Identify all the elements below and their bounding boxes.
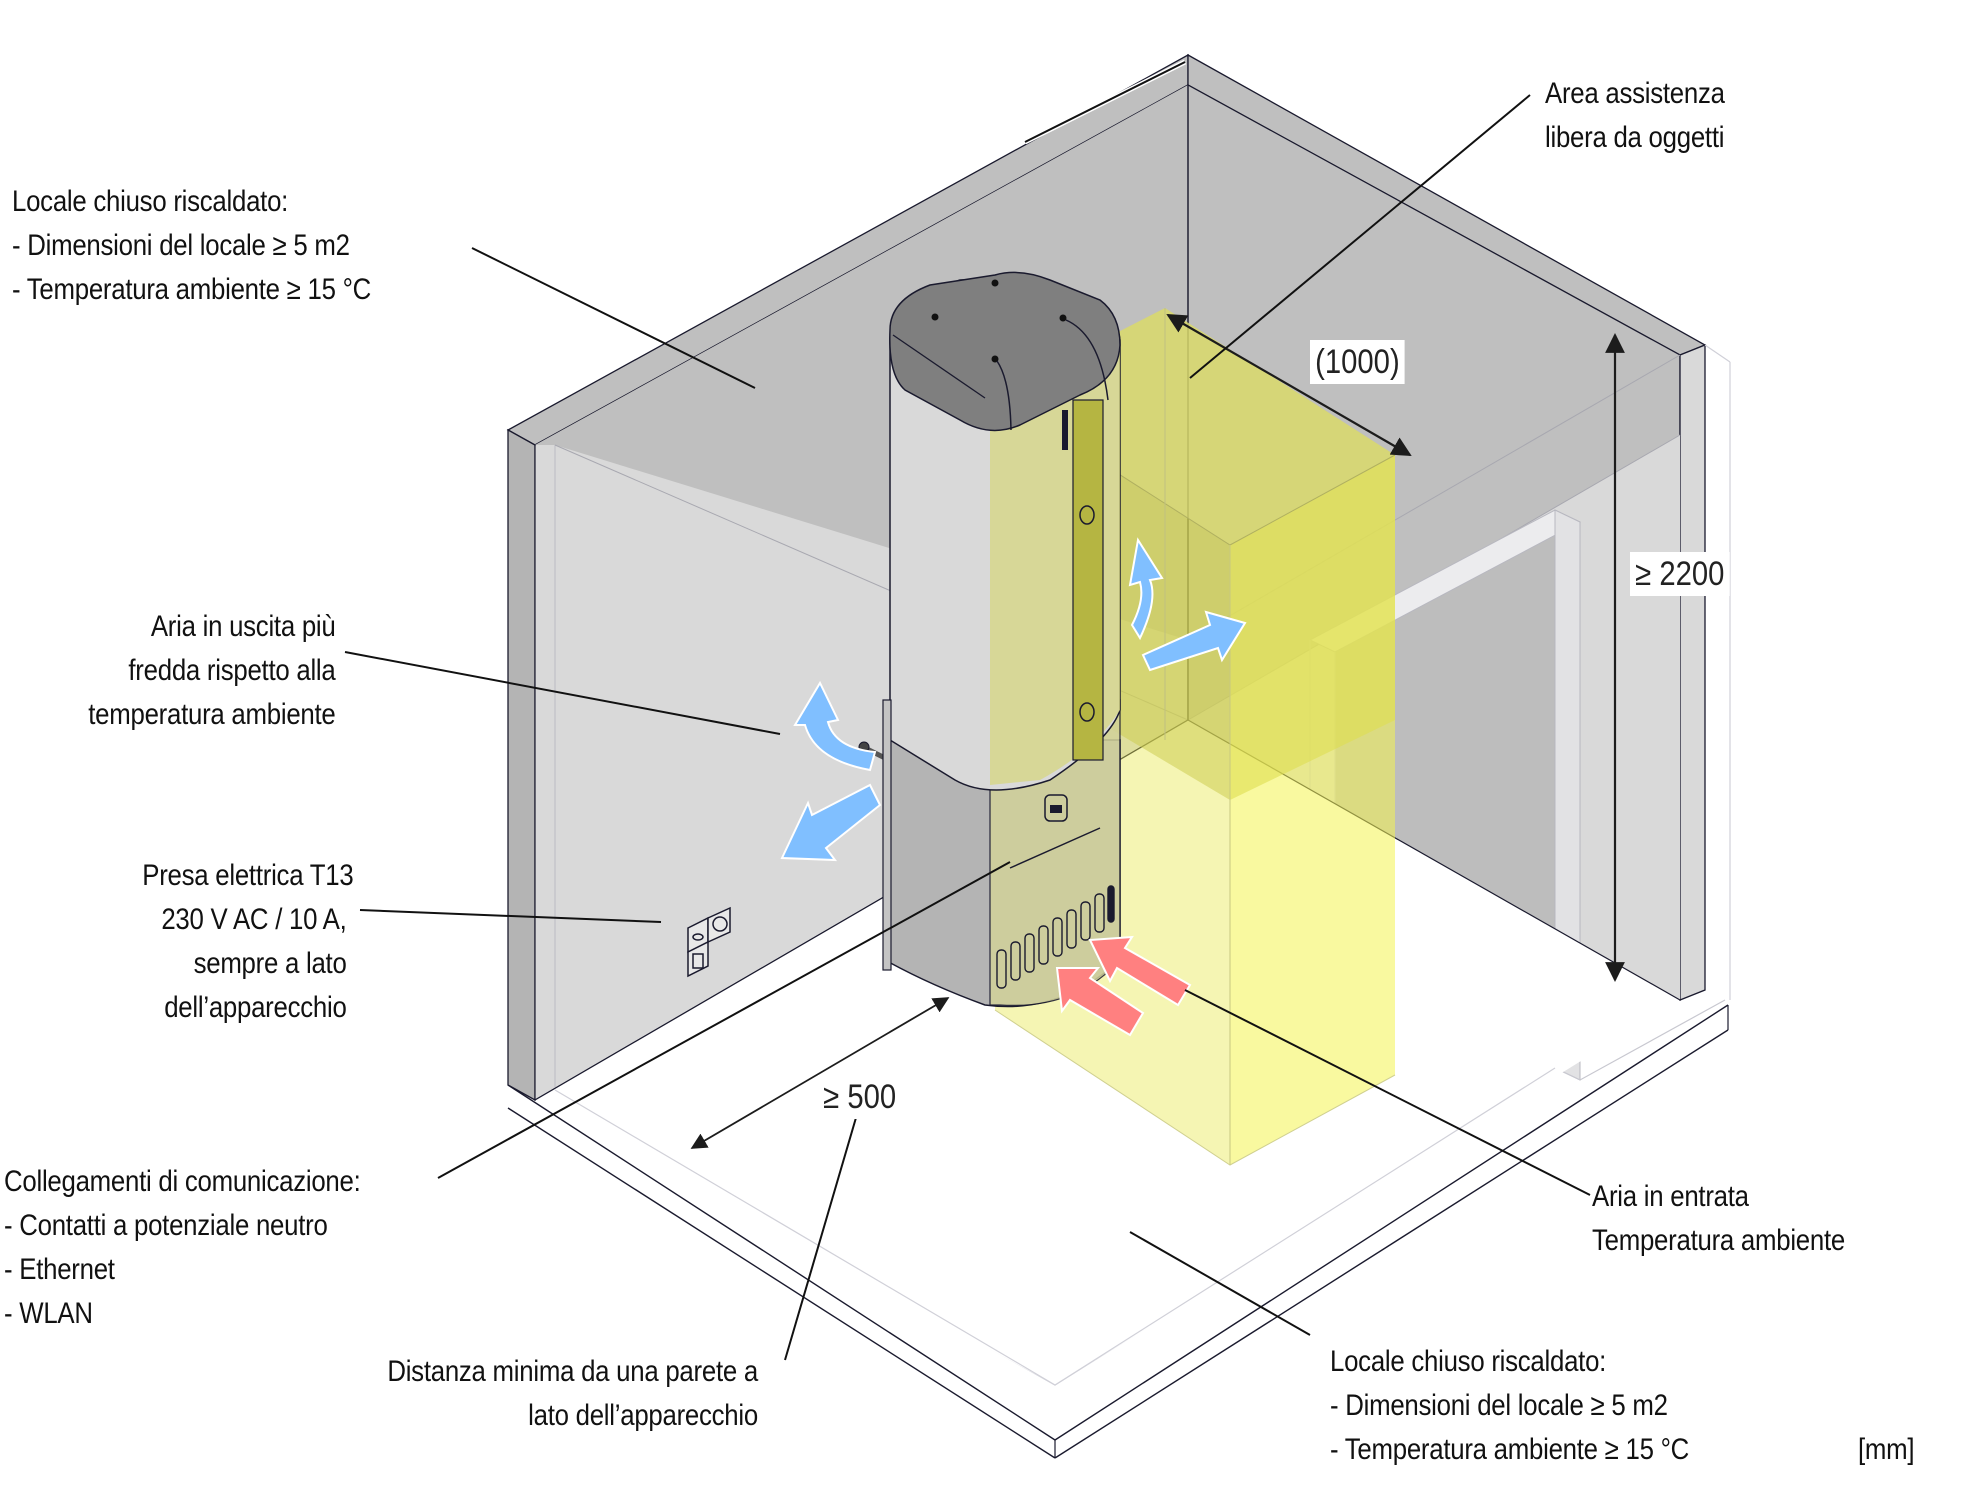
room-size-requirement: - Dimensioni del locale ≥ 5 m2 bbox=[12, 229, 350, 262]
service-area-line2: libera da oggetti bbox=[1545, 121, 1725, 154]
room-title: Locale chiuso riscaldato: bbox=[12, 185, 289, 218]
warm-air-arrow-upper bbox=[1088, 935, 1192, 1007]
room-temp-requirement: - Temperatura ambiente ≥ 15 °C bbox=[12, 273, 372, 306]
communication-item-wlan: - WLAN bbox=[4, 1297, 93, 1330]
communication-item-ethernet: - Ethernet bbox=[4, 1253, 115, 1286]
socket-label: Presa elettrica T13 230 V AC / 10 A, sem… bbox=[143, 854, 354, 1030]
min-distance-label: Distanza minima da una parete a lato del… bbox=[387, 1350, 758, 1438]
socket-line3: sempre a lato bbox=[194, 947, 347, 980]
wall-socket-icon bbox=[687, 906, 731, 978]
dimension-label-500: ≥ 500 bbox=[818, 1075, 902, 1119]
leader-lines bbox=[344, 94, 1591, 1361]
leader-socket bbox=[359, 909, 662, 923]
communication-label: Collegamenti di comunicazione: - Contatt… bbox=[4, 1160, 361, 1336]
room-requirements-label-top: Locale chiuso riscaldato: - Dimensioni d… bbox=[12, 180, 371, 312]
leader-service-area bbox=[1189, 94, 1531, 379]
heat-pump-device bbox=[858, 271, 1121, 1008]
unit-mm: [mm] bbox=[1858, 1433, 1915, 1466]
unit-label: [mm] bbox=[1858, 1428, 1915, 1472]
room-requirements-label-bottom: Locale chiuso riscaldato: - Dimensioni d… bbox=[1330, 1340, 1689, 1472]
room-temp-requirement-bottom: - Temperatura ambiente ≥ 15 °C bbox=[1330, 1433, 1690, 1466]
room-size-requirement-bottom: - Dimensioni del locale ≥ 5 m2 bbox=[1330, 1389, 1668, 1422]
min-distance-line2: lato dell’apparecchio bbox=[528, 1399, 758, 1432]
service-area-label: Area assistenza libera da oggetti bbox=[1545, 72, 1725, 160]
dimension-label-2200: ≥ 2200 bbox=[1630, 552, 1730, 596]
air-out-line2: fredda rispetto alla bbox=[127, 654, 335, 687]
cold-air-arrow-right bbox=[1141, 610, 1247, 672]
cold-air-outlet-arrows bbox=[780, 537, 1247, 862]
air-out-line3: temperatura ambiente bbox=[87, 698, 336, 731]
leader-room-bottom bbox=[1129, 1231, 1311, 1336]
socket-line1: Presa elettrica T13 bbox=[142, 859, 354, 892]
dimension-label-1000: (1000) bbox=[1310, 340, 1405, 384]
leader-communication bbox=[437, 861, 1011, 1179]
air-in-label: Aria in entrata Temperatura ambiente bbox=[1592, 1175, 1845, 1263]
room-title-bottom: Locale chiuso riscaldato: bbox=[1330, 1345, 1607, 1378]
min-distance-line1: Distanza minima da una parete a bbox=[387, 1355, 758, 1388]
right-wall bbox=[1187, 53, 1731, 1100]
socket-line2: 230 V AC / 10 A, bbox=[161, 903, 347, 936]
air-in-line1: Aria in entrata bbox=[1592, 1180, 1749, 1213]
communication-title: Collegamenti di comunicazione: bbox=[4, 1165, 361, 1198]
cold-air-arrow-up-right bbox=[1128, 537, 1164, 641]
cold-air-arrow-left bbox=[780, 783, 882, 862]
leader-min-distance bbox=[784, 1086, 866, 1361]
socket-line4: dell’apparecchio bbox=[164, 991, 348, 1024]
warm-air-arrow-lower bbox=[1055, 967, 1145, 1037]
cold-air-arrow-up-left bbox=[793, 680, 877, 772]
air-out-line1: Aria in uscita più bbox=[150, 610, 335, 643]
air-inlet-grill bbox=[996, 885, 1115, 989]
dimension-line-1000 bbox=[1166, 314, 1412, 456]
leader-air-in bbox=[1184, 989, 1591, 1196]
leader-air-out bbox=[344, 651, 781, 735]
communication-item-contacts: - Contatti a potenziale neutro bbox=[4, 1209, 328, 1242]
air-out-label: Aria in uscita più fredda rispetto alla … bbox=[87, 605, 336, 737]
service-area-line1: Area assistenza bbox=[1545, 77, 1725, 110]
air-in-line2: Temperatura ambiente bbox=[1592, 1224, 1845, 1257]
dimension-line-500 bbox=[690, 997, 950, 1149]
warm-air-inlet-arrows bbox=[1055, 935, 1192, 1037]
leader-room-top bbox=[471, 247, 756, 389]
